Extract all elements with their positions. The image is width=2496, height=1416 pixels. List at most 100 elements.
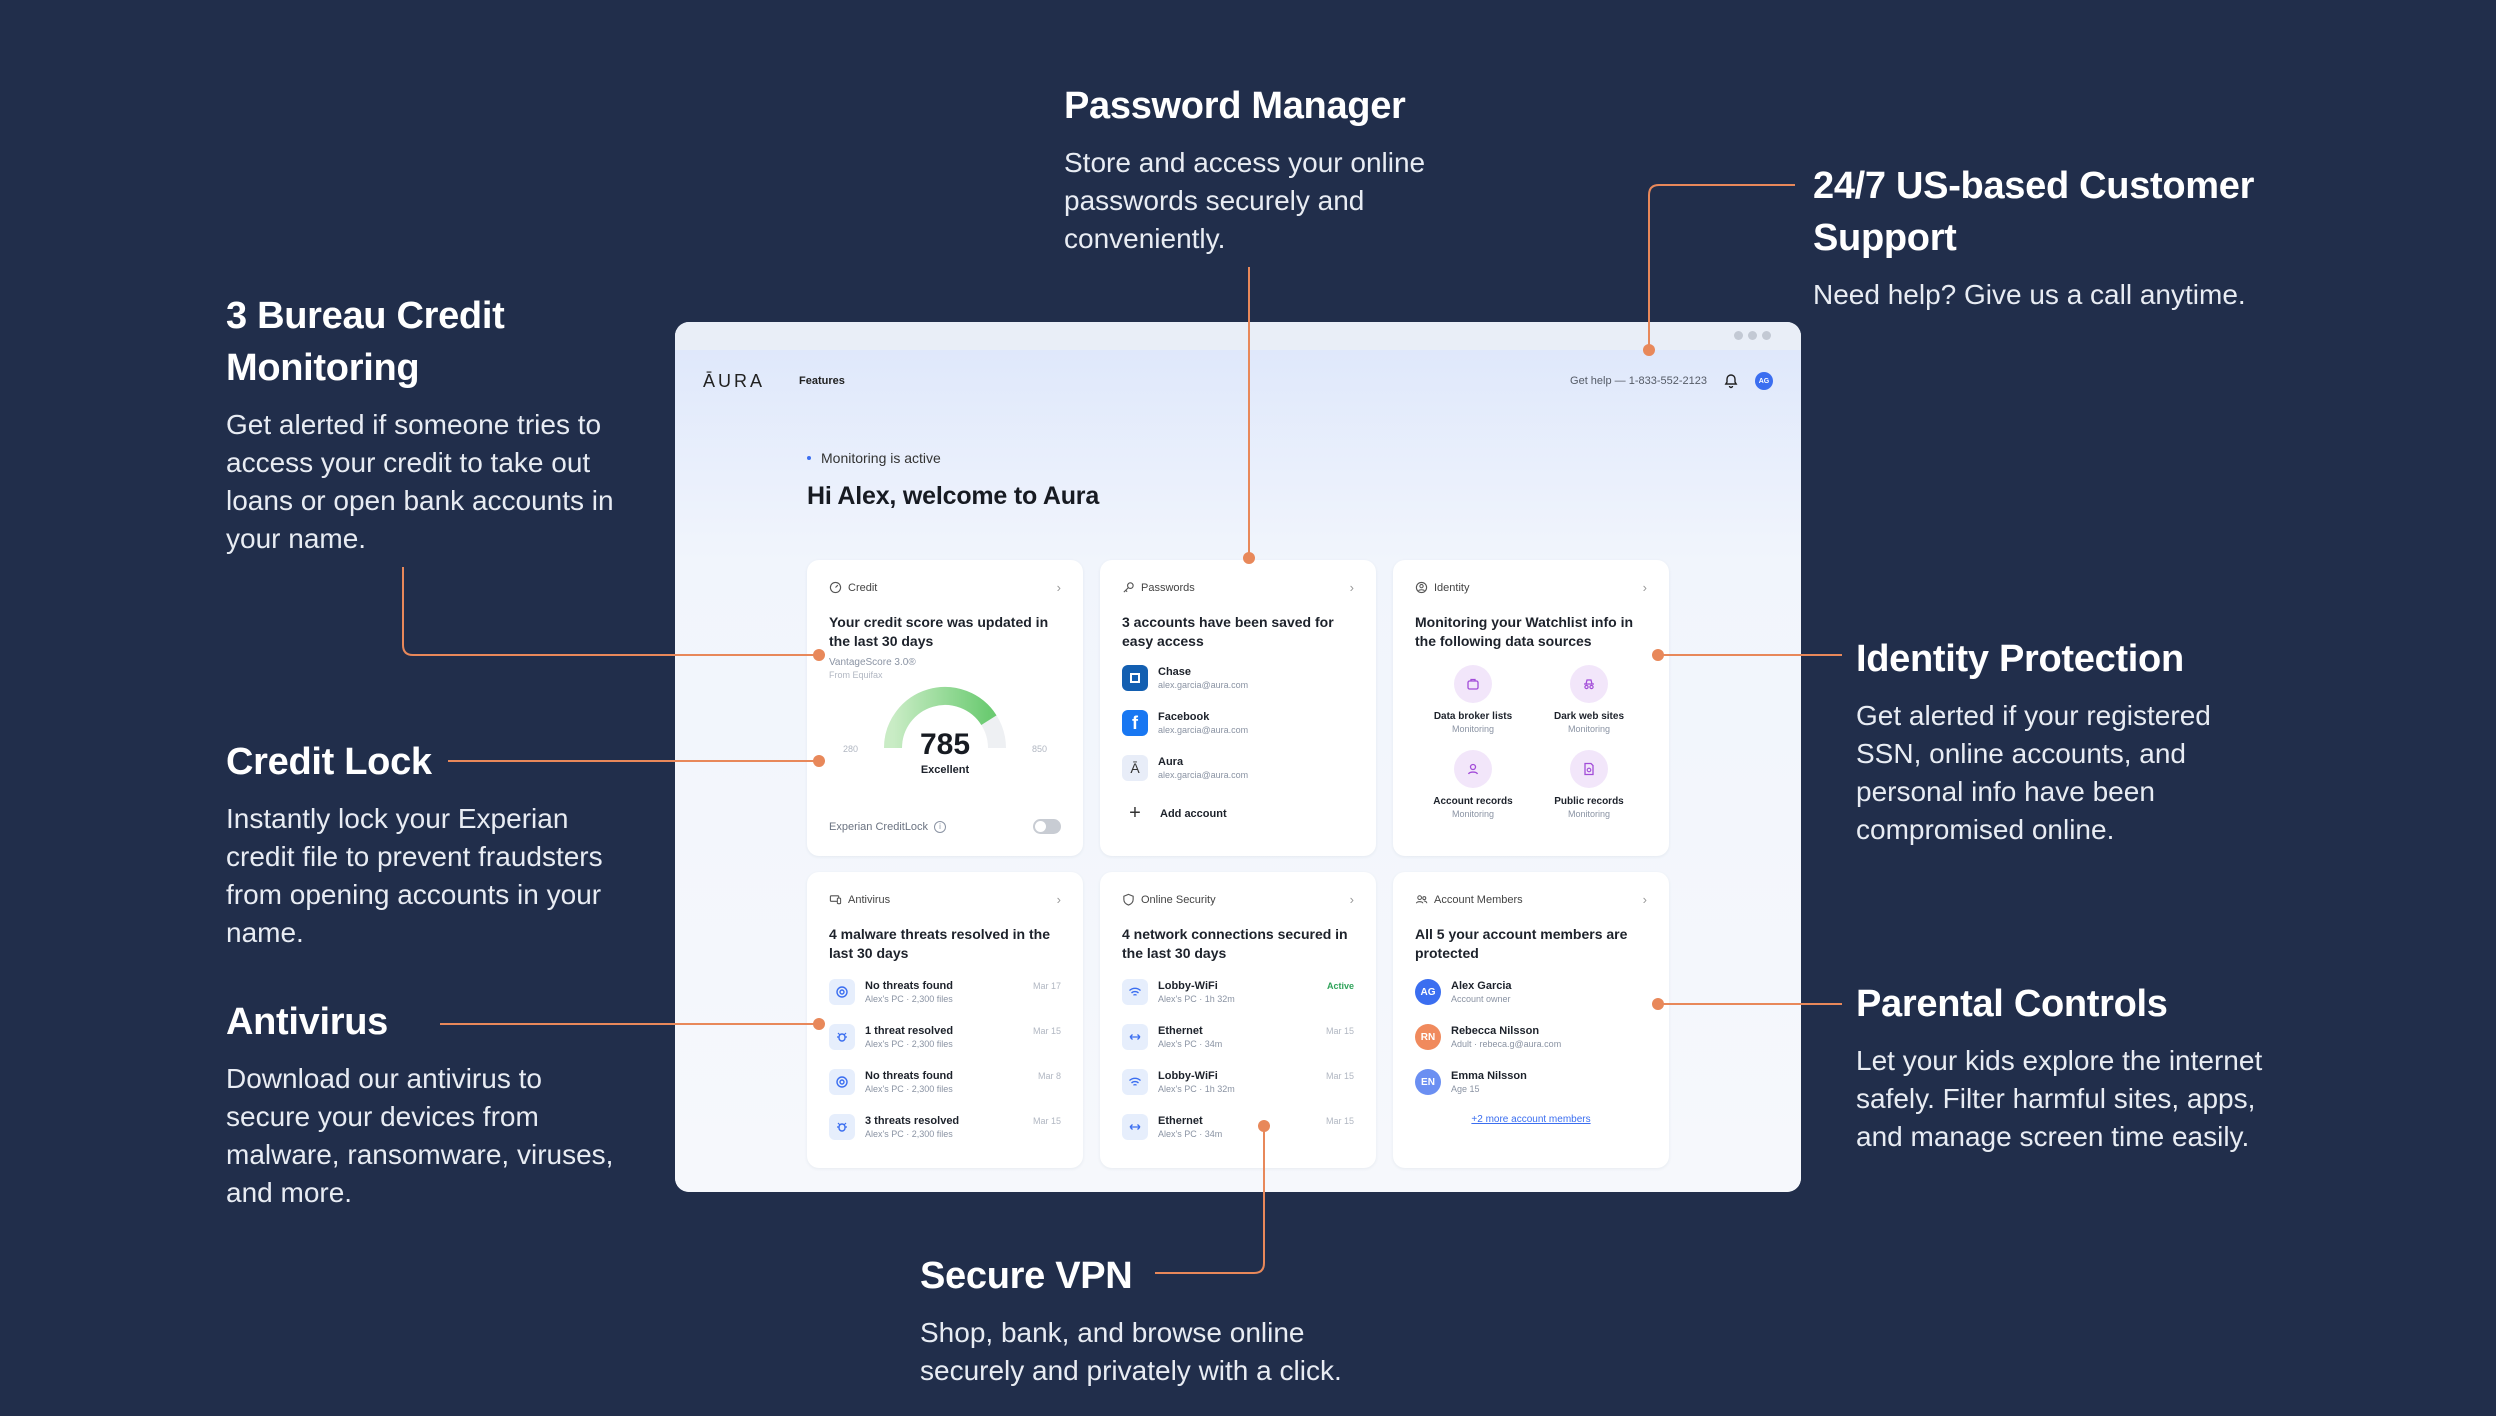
- credit-lock-label: Experian CreditLock: [829, 820, 929, 833]
- scan-details: Alex's PC · 2,300 files: [865, 1084, 953, 1094]
- source-status: Monitoring: [1567, 809, 1611, 819]
- data-source-public-records[interactable]: Public records Monitoring: [1531, 750, 1647, 819]
- scan-title: No threats found: [865, 1070, 953, 1082]
- card-label: Online Security: [1141, 893, 1216, 906]
- callout-title: Credit Lock: [226, 741, 432, 783]
- antivirus-card[interactable]: Antivirus › 4 malware threats resolved i…: [807, 872, 1083, 1168]
- passwords-card[interactable]: Passwords › 3 accounts have been saved f…: [1100, 560, 1376, 856]
- credit-score-value: 785: [919, 728, 971, 761]
- credit-gauge: 280 850 785 Excellent: [829, 680, 1061, 790]
- user-avatar[interactable]: AG: [1755, 372, 1773, 390]
- chevron-right-icon[interactable]: ›: [1349, 580, 1354, 595]
- callout-customer-support: 24/7 US-based Customer Support Need help…: [1813, 160, 2313, 314]
- account-row-chase[interactable]: Chase alex.garcia@aura.com: [1122, 665, 1354, 710]
- score-source: From Equifax: [829, 670, 883, 680]
- identity-card[interactable]: Identity › Monitoring your Watchlist inf…: [1393, 560, 1669, 856]
- chase-logo-icon: [1122, 665, 1148, 691]
- gauge-max: 850: [1031, 744, 1047, 754]
- window-titlebar: [675, 322, 1801, 350]
- network-details: Alex's PC · 1h 32m: [1158, 1084, 1235, 1094]
- info-icon[interactable]: i: [934, 820, 947, 833]
- bell-icon[interactable]: [1723, 373, 1739, 389]
- ethernet-icon: [1122, 1024, 1148, 1050]
- top-nav: ĀURA Features Get help — 1-833-552-2123 …: [675, 350, 1801, 412]
- account-name: Chase: [1158, 666, 1192, 678]
- callout-secure-vpn: Secure VPN Shop, bank, and browse online…: [920, 1250, 1400, 1390]
- scan-date: Mar 8: [1037, 1071, 1061, 1081]
- users-icon: [1415, 895, 1428, 904]
- credit-card[interactable]: Credit › Your credit score was updated i…: [807, 560, 1083, 856]
- callout-title: Parental Controls: [1856, 983, 2168, 1025]
- callout-title: Identity Protection: [1856, 638, 2184, 680]
- nav-features-link[interactable]: Features: [799, 375, 845, 387]
- help-phone-link[interactable]: Get help — 1-833-552-2123: [1570, 375, 1707, 387]
- aura-logo-icon: Ā: [1122, 755, 1148, 781]
- source-name: Data broker lists: [1433, 711, 1513, 722]
- app-window: ĀURA Features Get help — 1-833-552-2123 …: [675, 322, 1801, 1192]
- network-name: Lobby-WiFi: [1158, 1070, 1218, 1082]
- dashboard: ĀURA Features Get help — 1-833-552-2123 …: [675, 350, 1801, 1192]
- callout-parental-controls: Parental Controls Let your kids explore …: [1856, 978, 2276, 1156]
- account-members-card[interactable]: Account Members › All 5 your account mem…: [1393, 872, 1669, 1168]
- scan-details: Alex's PC · 2,300 files: [865, 1039, 953, 1049]
- card-label: Identity: [1434, 581, 1470, 594]
- member-role: Adult · rebeca.g@aura.com: [1451, 1039, 1562, 1049]
- gauge-icon: [829, 581, 842, 594]
- credit-score-rating: Excellent: [920, 764, 970, 776]
- wifi-icon: [1122, 979, 1148, 1005]
- callout-credit-monitoring: 3 Bureau Credit Monitoring Get alerted i…: [226, 290, 626, 558]
- network-status: Active: [1326, 981, 1354, 991]
- chevron-right-icon[interactable]: ›: [1642, 580, 1647, 595]
- credit-lock-row: Experian CreditLock i: [829, 819, 1061, 834]
- status-dot: [807, 456, 811, 460]
- callout-text: Shop, bank, and browse online securely a…: [920, 1317, 1342, 1386]
- add-account-button[interactable]: +Add account: [1122, 802, 1354, 825]
- chevron-right-icon[interactable]: ›: [1642, 892, 1647, 907]
- member-name: Rebecca Nilsson: [1451, 1025, 1540, 1037]
- scan-date: Mar 15: [1032, 1026, 1061, 1036]
- card-title: 4 malware threats resolved in the last 3…: [829, 926, 1050, 961]
- callout-text: Instantly lock your Experian credit file…: [226, 803, 603, 948]
- network-name: Lobby-WiFi: [1158, 980, 1218, 992]
- facebook-logo-icon: f: [1122, 710, 1148, 736]
- welcome-heading: Hi Alex, welcome to Aura: [807, 482, 1100, 510]
- account-email: alex.garcia@aura.com: [1158, 680, 1249, 690]
- chevron-right-icon[interactable]: ›: [1056, 580, 1061, 595]
- window-controls[interactable]: [1734, 331, 1771, 340]
- data-source-dark-web[interactable]: Dark web sites Monitoring: [1531, 665, 1647, 734]
- card-label: Antivirus: [848, 893, 891, 906]
- bug-icon: [829, 1114, 855, 1140]
- callout-title: 24/7 US-based Customer Support: [1813, 165, 2255, 259]
- online-security-card[interactable]: Online Security › 4 network connections …: [1100, 872, 1376, 1168]
- credit-lock-toggle[interactable]: [1033, 819, 1061, 834]
- callout-text: Download our antivirus to secure your de…: [226, 1063, 614, 1208]
- spy-icon: [1570, 665, 1608, 703]
- network-details: Alex's PC · 34m: [1158, 1129, 1223, 1139]
- source-name: Account records: [1433, 796, 1513, 807]
- more-members-link[interactable]: +2 more account members: [1471, 1114, 1591, 1125]
- network-name: Ethernet: [1158, 1115, 1203, 1127]
- plus-icon: +: [1129, 802, 1141, 824]
- chevron-right-icon[interactable]: ›: [1056, 892, 1061, 907]
- data-source-broker-lists[interactable]: Data broker lists Monitoring: [1415, 665, 1531, 734]
- card-title: 3 accounts have been saved for easy acce…: [1122, 614, 1334, 649]
- person-circle-icon: [1415, 581, 1428, 594]
- network-name: Ethernet: [1158, 1025, 1203, 1037]
- aura-logo[interactable]: ĀURA: [703, 370, 766, 391]
- chevron-right-icon[interactable]: ›: [1349, 892, 1354, 907]
- network-details: Alex's PC · 34m: [1158, 1039, 1223, 1049]
- data-source-account-records[interactable]: Account records Monitoring: [1415, 750, 1531, 819]
